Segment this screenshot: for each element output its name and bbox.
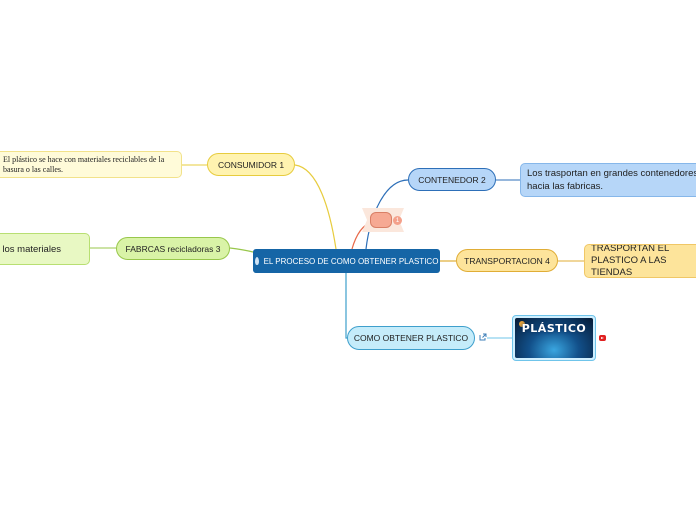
channel-logo-icon <box>519 321 525 327</box>
central-topic[interactable]: EL PROCESO DE COMO OBTENER PLASTICO <box>253 249 440 273</box>
topic-consumidor-label: CONSUMIDOR 1 <box>217 159 285 170</box>
topic-obtener-label: COMO OBTENER PLASTICO <box>353 333 469 343</box>
plastico-image-title: PLÁSTICO <box>521 322 587 335</box>
plastico-image: PLÁSTICO <box>515 318 593 358</box>
topic-consumidor[interactable]: CONSUMIDOR 1 <box>207 153 295 176</box>
topic-obtener-plastico[interactable]: COMO OBTENER PLASTICO <box>347 326 475 350</box>
connector-fabricas <box>229 247 254 253</box>
topic-fabricas[interactable]: FABRCAS recicladoras 3 <box>116 237 230 260</box>
contenedor-note[interactable]: Los trasportan en grandes contenedores h… <box>520 163 696 197</box>
topic-fabricas-label: FABRCAS recicladoras 3 <box>125 243 221 254</box>
topic-contenedor-label: CONTENEDOR 2 <box>418 174 486 185</box>
floating-topic-badge-label: 1 <box>395 217 400 224</box>
topic-transportacion[interactable]: TRANSPORTACION 4 <box>456 249 558 272</box>
consumidor-note[interactable]: El plástico se hace con materiales recic… <box>0 151 182 178</box>
fabricas-note[interactable]: ran los materiales <box>0 233 90 265</box>
connector-consumidor <box>294 164 337 250</box>
contenedor-note-text: Los trasportan en grandes contenedores h… <box>527 168 696 192</box>
floating-topic[interactable] <box>370 212 392 228</box>
youtube-icon[interactable] <box>599 335 606 341</box>
external-link-icon[interactable] <box>479 333 487 341</box>
consumidor-note-text: El plástico se hace con materiales recic… <box>3 154 165 174</box>
fabricas-note-text: ran los materiales <box>0 243 61 255</box>
topic-contenedor[interactable]: CONTENEDOR 2 <box>408 168 496 191</box>
transportacion-note[interactable]: TRASPORTAN EL PLASTICO A LAS TIENDAS <box>584 244 696 278</box>
central-topic-label: EL PROCESO DE COMO OBTENER PLASTICO <box>263 256 439 266</box>
transportacion-note-text: TRASPORTAN EL PLASTICO A LAS TIENDAS <box>591 244 669 278</box>
connector-contenedor <box>365 179 409 250</box>
floating-topic-badge: 1 <box>393 216 402 225</box>
topic-transportacion-label: TRANSPORTACION 4 <box>464 255 550 266</box>
plastico-image-card[interactable]: PLÁSTICO <box>512 315 596 361</box>
water-drop-icon <box>254 257 259 265</box>
connector-obtener <box>345 273 347 339</box>
